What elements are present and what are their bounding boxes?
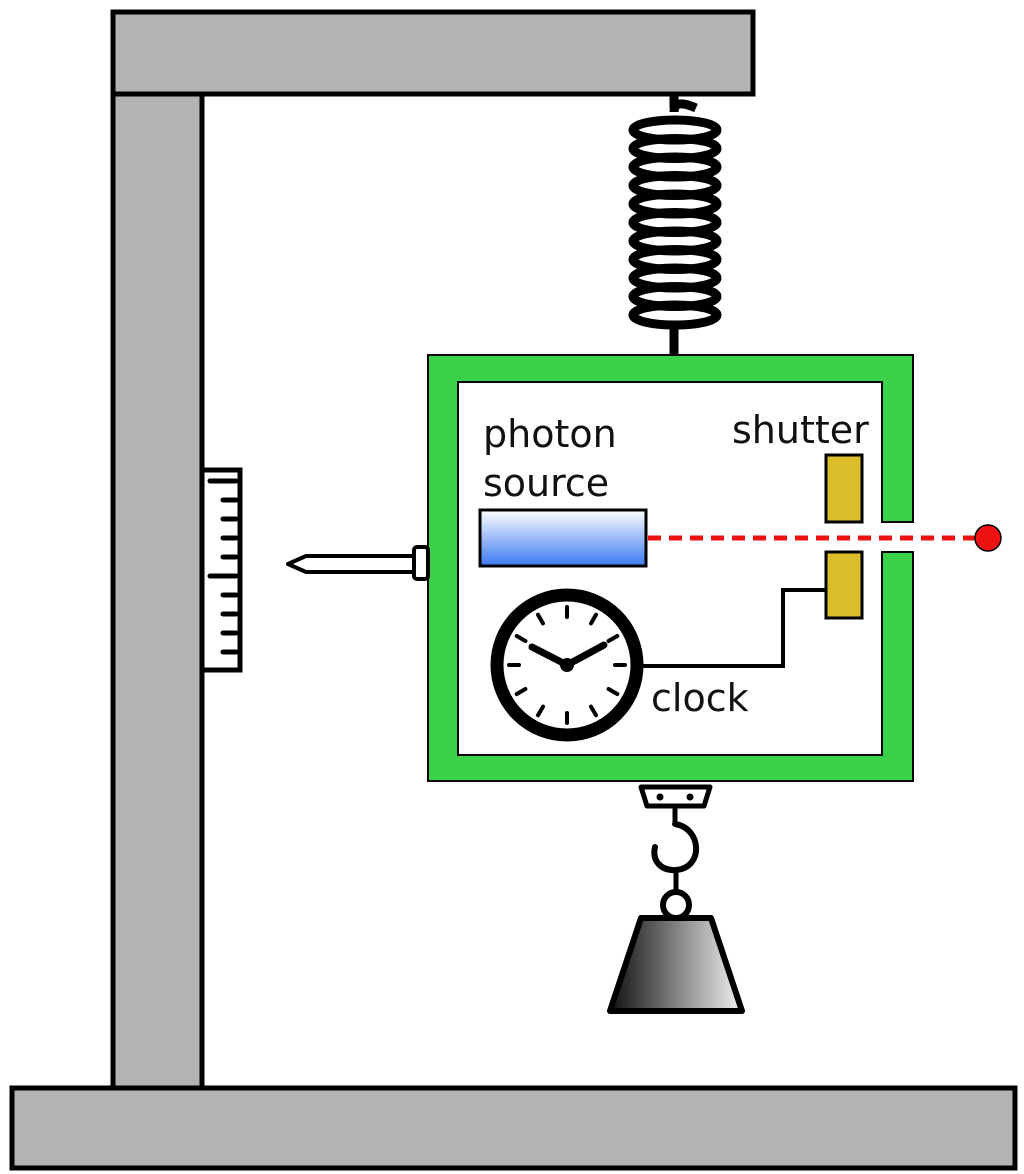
support-frame — [9, 9, 1018, 1171]
enclosure-box — [427, 354, 914, 782]
clock-shutter-wire — [640, 588, 826, 668]
shutter-upper-plate — [824, 453, 864, 524]
photon-particle — [974, 524, 1002, 552]
shutter-label: shutter — [732, 408, 869, 452]
ruler-scale-icon — [199, 467, 243, 673]
clock-label: clock — [651, 676, 749, 720]
top-beam — [110, 9, 756, 97]
coil-spring-icon — [628, 96, 722, 356]
photon-source-label-line2: source — [483, 461, 609, 505]
analog-clock-icon — [490, 588, 644, 742]
base-bar — [9, 1085, 1018, 1171]
hanging-weight-icon — [607, 784, 745, 1014]
photon-source-block — [478, 508, 648, 568]
box-wall — [427, 354, 914, 782]
shutter-lower-plate — [824, 550, 864, 620]
vertical-post — [110, 89, 205, 1091]
needle-pointer-icon — [286, 545, 430, 581]
photon-source-label-line1: photon — [483, 412, 617, 456]
